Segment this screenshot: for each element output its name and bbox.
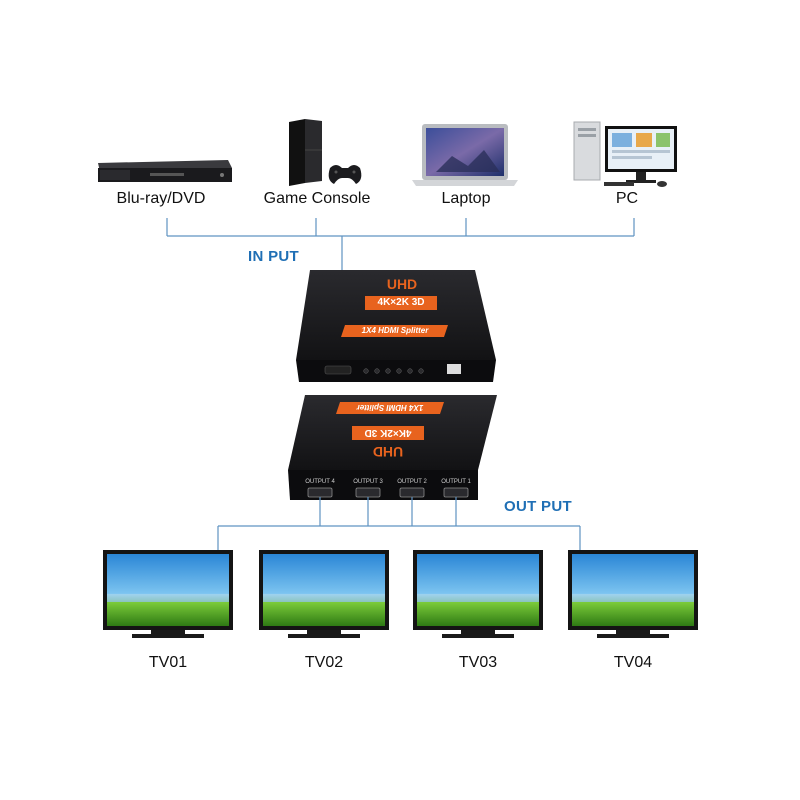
output-port-label-1: OUTPUT 1 (436, 479, 476, 485)
splitter-model-bottom: 1X4 HDMI Splitter (340, 403, 440, 412)
tv-label-04: TV04 (553, 654, 713, 672)
source-label-bluray: Blu-ray/DVD (81, 190, 241, 208)
splitter-brand-bottom: UHD (366, 444, 410, 460)
source-label-game-console: Game Console (237, 190, 397, 208)
tv-label-03: TV03 (398, 654, 558, 672)
input-section-label: IN PUT (248, 248, 299, 265)
source-label-laptop: Laptop (386, 190, 546, 208)
game-console-icon (289, 119, 361, 186)
tv-03-icon (413, 550, 543, 638)
splitter-brand-top: UHD (380, 276, 424, 292)
bluray-player-icon (98, 160, 232, 182)
output-section-label: OUT PUT (504, 498, 572, 515)
output-port-label-2: OUTPUT 2 (392, 479, 432, 485)
tv-04-icon (568, 550, 698, 638)
tv-02-icon (259, 550, 389, 638)
output-port-label-4: OUTPUT 4 (300, 479, 340, 485)
output-port-label-3: OUTPUT 3 (348, 479, 388, 485)
tv-01-icon (103, 550, 233, 638)
desktop-pc-icon (574, 122, 677, 187)
tv-icons (103, 550, 698, 638)
splitter-model-top: 1X4 HDMI Splitter (345, 326, 445, 335)
source-label-pc: PC (547, 190, 707, 208)
splitter-resolution-top: 4K×2K 3D (365, 297, 437, 308)
splitter-resolution-bottom: 4K×2K 3D (352, 427, 424, 438)
tv-label-01: TV01 (88, 654, 248, 672)
tv-label-02: TV02 (244, 654, 404, 672)
laptop-icon (412, 124, 518, 186)
